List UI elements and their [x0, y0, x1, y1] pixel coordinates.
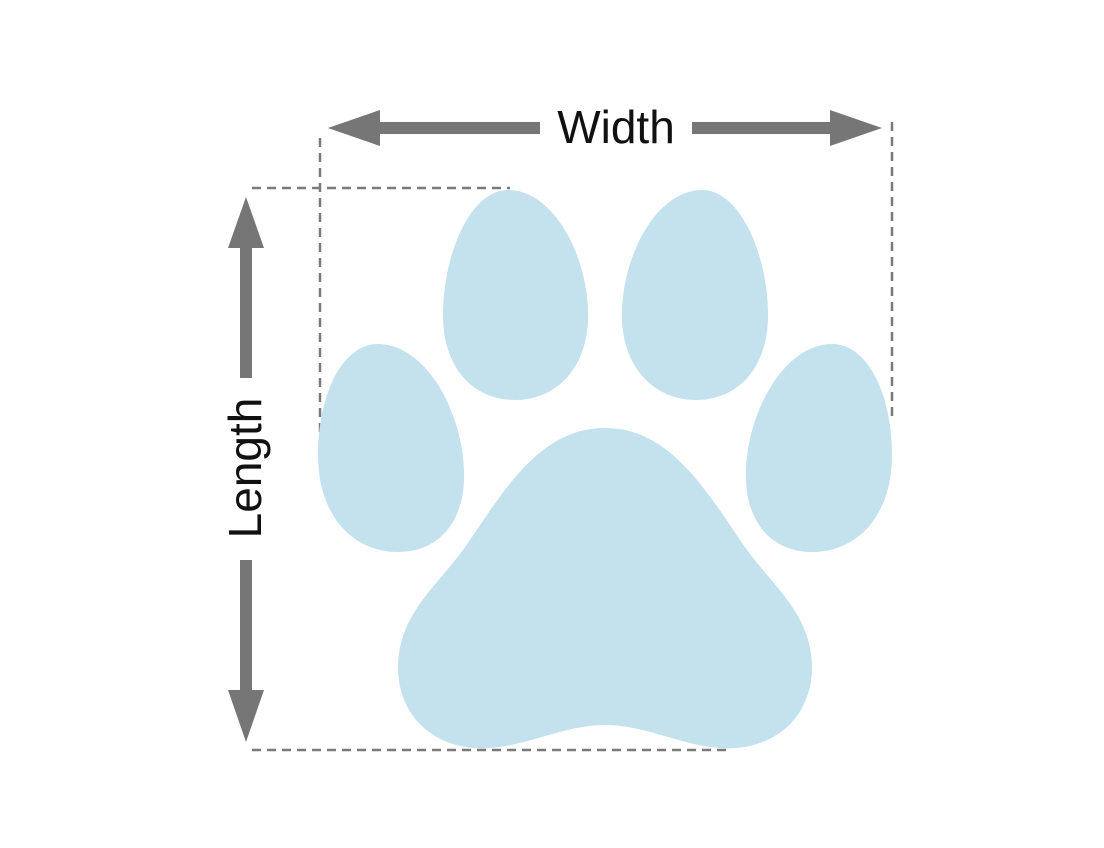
- dashed-guides: [252, 122, 894, 752]
- arrowhead-right-icon: [830, 110, 882, 146]
- toe-top-left: [443, 190, 589, 400]
- toe-left: [318, 344, 465, 552]
- toe-right: [745, 344, 892, 552]
- length-label: Length: [219, 398, 271, 539]
- paw-print-icon: [318, 190, 892, 749]
- length-arrow: [228, 197, 264, 742]
- arrowhead-left-icon: [328, 110, 380, 146]
- arrowhead-down-icon: [228, 690, 264, 742]
- width-label: Width: [557, 101, 675, 153]
- arrowhead-up-icon: [228, 197, 264, 248]
- main-pad: [397, 428, 813, 749]
- toe-top-right: [621, 190, 768, 400]
- width-arrow: [328, 110, 882, 146]
